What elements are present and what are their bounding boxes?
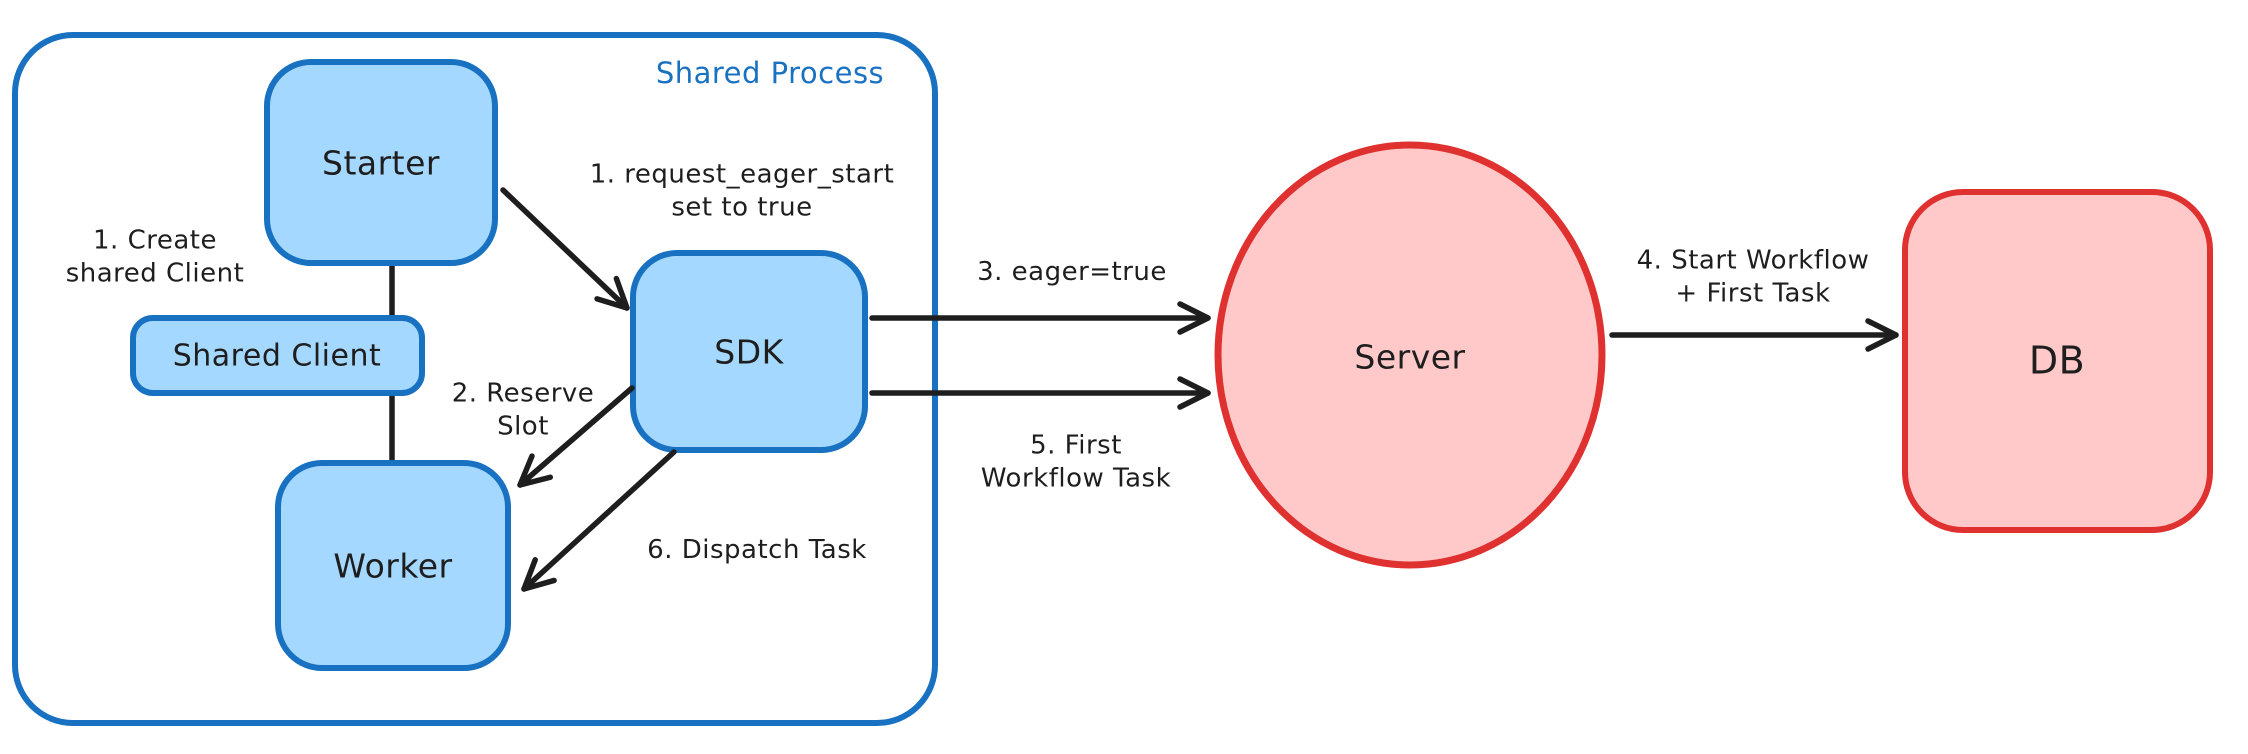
server-node — [1214, 141, 1606, 569]
note-eager-true: 3. eager=true — [977, 256, 1167, 287]
shared-process-label: Shared Process — [655, 55, 885, 90]
note-request-eager-start: 1. request_eager_start set to true — [589, 159, 895, 223]
note-start-workflow: 4. Start Workflow + First Task — [1636, 245, 1870, 309]
note-create-shared-client: 1. Create shared Client — [65, 225, 245, 289]
arrow-starter-to-sdk — [500, 187, 630, 311]
server-label: Server — [1354, 337, 1466, 377]
shared-client-node — [130, 315, 425, 396]
worker-label: Worker — [333, 546, 453, 586]
starter-node — [264, 59, 498, 266]
db-node — [1902, 189, 2213, 533]
sdk-label: SDK — [714, 332, 784, 372]
note-first-workflow-task: 5. First Workflow Task — [980, 430, 1172, 494]
shared-client-label: Shared Client — [172, 338, 382, 374]
worker-node — [275, 460, 511, 671]
sdk-node — [630, 250, 868, 453]
note-dispatch-task: 6. Dispatch Task — [647, 534, 867, 565]
note-reserve-slot: 2. Reserve Slot — [451, 378, 595, 442]
arrow-sdk-reserve-slot — [517, 385, 635, 488]
shared-process-container — [12, 32, 938, 726]
arrow-sdk-dispatch-task — [521, 449, 677, 592]
starter-label: Starter — [322, 143, 440, 183]
db-label: DB — [2028, 338, 2086, 383]
